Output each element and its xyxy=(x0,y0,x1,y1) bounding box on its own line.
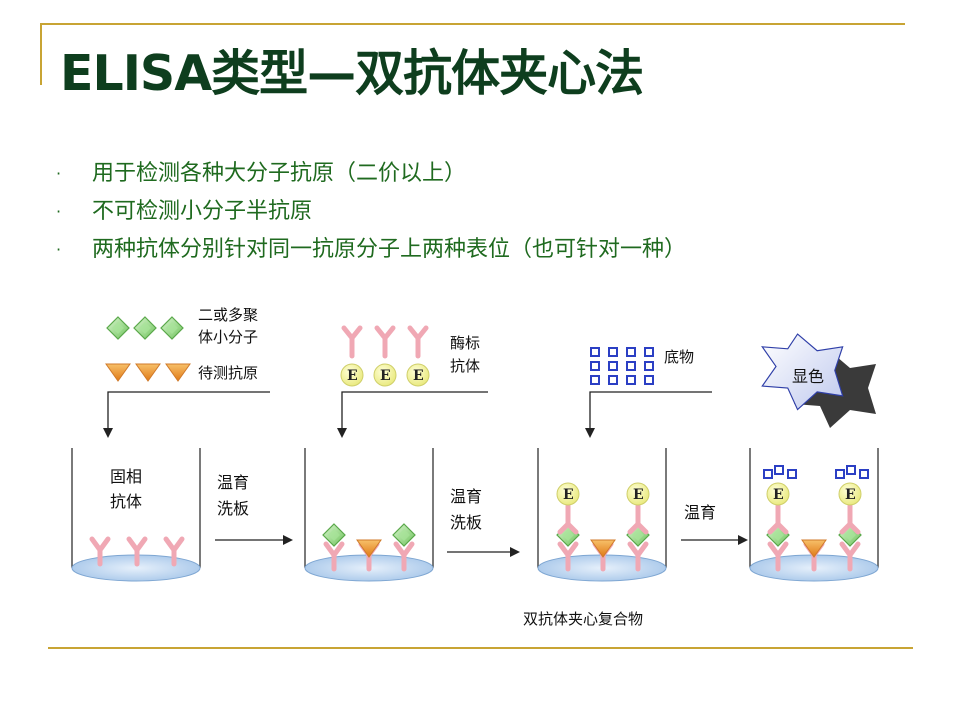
antigen-triangle-icon xyxy=(165,363,191,382)
product-square-icon xyxy=(787,469,797,479)
enzyme-letter: E xyxy=(413,368,424,384)
legend-small-molecule-line2: 体小分子 xyxy=(198,328,258,346)
bullet-dot-icon: · xyxy=(56,240,62,259)
product-square-icon xyxy=(835,469,845,479)
small-molecule-diamond-icon xyxy=(133,316,157,340)
substrate-square-icon xyxy=(590,361,600,371)
step2-label-line2: 洗板 xyxy=(450,513,482,532)
step1-label-line1: 温育 xyxy=(217,473,249,492)
bullet-text: 两种抗体分别针对同一抗原分子上两种表位（也可针对一种） xyxy=(92,237,687,262)
antigen-triangle-icon xyxy=(801,539,827,558)
complex-caption: 双抗体夹心复合物 xyxy=(523,610,643,628)
detection-antibody: E xyxy=(838,482,862,535)
detection-antibody: E xyxy=(766,482,790,535)
add-enzyme-antibody-arrow xyxy=(341,391,488,430)
small-molecule-diamond-icon xyxy=(106,316,130,340)
enzyme-letter: E xyxy=(347,368,358,384)
legend-antigen-label: 待测抗原 xyxy=(198,364,258,382)
legend-enzyme-line2: 抗体 xyxy=(450,357,480,375)
bullet-text: 不可检测小分子半抗原 xyxy=(92,199,313,224)
product-square-icon xyxy=(846,465,856,475)
substrate-square-icon xyxy=(626,347,636,357)
substrate-square-icon xyxy=(608,375,618,385)
legend-small-molecule-line1: 二或多聚 xyxy=(198,306,258,324)
plate-2 xyxy=(304,447,434,582)
antigen-triangle-icon xyxy=(356,539,382,558)
arrow-head-icon xyxy=(103,428,113,438)
arrow-head-icon xyxy=(510,547,520,557)
substrate-square-icon xyxy=(626,361,636,371)
step2-label-line1: 温育 xyxy=(450,487,482,506)
substrate-square-icon xyxy=(644,347,654,357)
legend-substrate-label: 底物 xyxy=(664,348,694,366)
plate-1: 固相 抗体 xyxy=(71,447,201,582)
bullet-item: · 用于检测各种大分子抗原（二价以上） xyxy=(56,156,686,194)
step1-label-line2: 洗板 xyxy=(217,499,249,518)
antigen-triangle-icon xyxy=(135,363,161,382)
slide-title: ELISA类型—双抗体夹心法 xyxy=(60,45,644,102)
substrate-square-icon xyxy=(626,375,636,385)
legend-enzyme-line1: 酶标 xyxy=(450,334,480,352)
bullet-item: · 不可检测小分子半抗原 xyxy=(56,194,686,232)
color-reaction-starburst-icon: 显色 xyxy=(761,333,876,428)
add-sample-arrow xyxy=(107,391,270,430)
substrate-square-icon xyxy=(644,361,654,371)
top-rule xyxy=(40,23,905,25)
substrate-square-icon xyxy=(590,347,600,357)
arrow-head-icon xyxy=(585,428,595,438)
bullet-item: · 两种抗体分别针对同一抗原分子上两种表位（也可针对一种） xyxy=(56,232,686,270)
substrate-square-icon xyxy=(644,375,654,385)
antigen-triangle-icon xyxy=(105,363,131,382)
small-molecule-diamond-icon xyxy=(160,316,184,340)
substrate-square-icon xyxy=(590,375,600,385)
antigen-legend: 待测抗原 xyxy=(105,363,258,382)
enzyme-letter: E xyxy=(633,487,644,503)
substrate-square-icon xyxy=(608,347,618,357)
detection-antibody: E xyxy=(626,482,650,535)
bullet-list: · 用于检测各种大分子抗原（二价以上） · 不可检测小分子半抗原 · 两种抗体分别针对… xyxy=(56,156,686,270)
solid-phase-label-line2: 抗体 xyxy=(110,492,142,511)
enzyme-letter: E xyxy=(563,487,574,503)
enzyme-letter: E xyxy=(380,368,391,384)
substrate-square-icon xyxy=(608,361,618,371)
plate-4: E E xyxy=(749,447,879,582)
solid-phase-label-line1: 固相 xyxy=(110,467,142,486)
add-substrate-arrow xyxy=(589,391,712,430)
bullet-text: 用于检测各种大分子抗原（二价以上） xyxy=(92,161,467,186)
product-square-icon xyxy=(763,469,773,479)
arrow-head-icon xyxy=(283,535,293,545)
arrow-head-icon xyxy=(337,428,347,438)
left-rule xyxy=(40,23,42,85)
enzyme-antibody-legend: E E E 酶标 抗体 xyxy=(340,325,480,387)
bullet-dot-icon: · xyxy=(56,164,62,183)
product-square-icon xyxy=(774,465,784,475)
bottom-rule xyxy=(48,647,913,649)
enzyme-letter: E xyxy=(773,487,784,503)
enzyme-letter: E xyxy=(845,487,856,503)
step3-label-line1: 温育 xyxy=(684,503,716,522)
product-square-icon xyxy=(859,469,869,479)
antigen-triangle-icon xyxy=(590,539,616,558)
arrow-head-icon xyxy=(738,535,748,545)
detection-antibody: E xyxy=(556,482,580,535)
color-reaction-label: 显色 xyxy=(792,367,824,386)
small-molecule-legend: 二或多聚 体小分子 xyxy=(106,306,258,346)
plate-3: E E xyxy=(537,447,667,582)
bullet-dot-icon: · xyxy=(56,202,62,221)
substrate-legend: 底物 xyxy=(590,347,694,385)
